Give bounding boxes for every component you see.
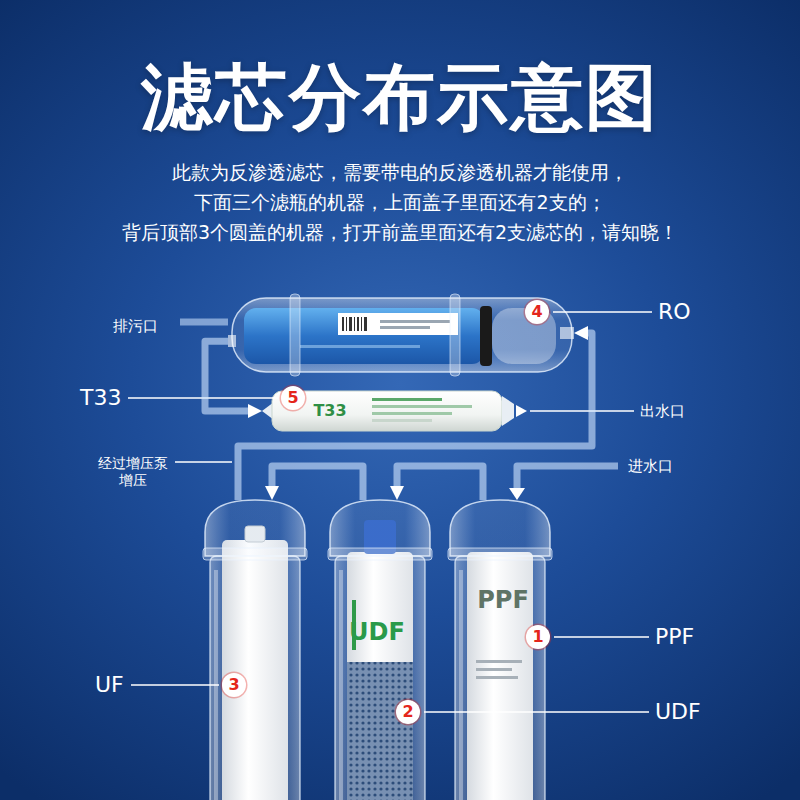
leader-line xyxy=(131,684,219,686)
water-pipe xyxy=(397,466,483,500)
ppf-cartridge xyxy=(467,552,533,800)
udf-cartridge xyxy=(347,552,413,800)
callout-number: 2 xyxy=(396,700,420,724)
cartridge-print xyxy=(476,676,518,679)
sticker-line xyxy=(380,326,430,329)
ro-tube xyxy=(232,298,572,372)
ppf-filter-bottle: PPF 1 xyxy=(450,500,550,800)
notice-line: 背后顶部3个圆盖的机器，打开前盖里面还有2支滤芯的，请知晓！ xyxy=(122,221,678,245)
callout-number: 1 xyxy=(526,625,550,649)
ppf-bottle-drawing xyxy=(448,500,552,800)
t33-print xyxy=(372,419,432,422)
t33-print xyxy=(372,412,452,415)
callout-number: 5 xyxy=(281,386,305,410)
uf-bottle-drawing xyxy=(203,500,307,800)
cartridge-print: UDF xyxy=(349,618,405,647)
leader-lines xyxy=(128,312,652,712)
ro-membrane xyxy=(244,308,484,364)
t33-print xyxy=(372,398,442,401)
t33-body xyxy=(272,391,502,431)
ro-outlet-nozzle xyxy=(228,335,236,347)
uf-cartridge xyxy=(222,540,288,800)
inlet-arrow xyxy=(509,488,525,500)
bottle-band xyxy=(448,548,552,560)
bottle-band xyxy=(203,548,307,560)
cartridge-print xyxy=(476,668,512,671)
leader-line xyxy=(424,711,649,713)
cartridge-print: PPF xyxy=(477,586,529,615)
port-label: 出水口 xyxy=(640,402,685,421)
leader-line xyxy=(554,636,649,638)
notice-line: 下面三个滤瓶的机器，上面盖子里面还有2支的； xyxy=(194,191,605,215)
pipe-connectors xyxy=(205,333,592,500)
callout-number: 4 xyxy=(525,300,549,324)
uf-filter-bottle: 3 xyxy=(205,500,305,800)
t33-filter-housing: T33 5 xyxy=(262,388,514,434)
ro-sticker xyxy=(338,313,458,335)
part-name: UDF xyxy=(655,698,701,726)
notice-line: 此款为反渗透滤芯，需要带电的反渗透机器才能使用， xyxy=(172,161,628,185)
drain-pipe xyxy=(180,319,228,326)
barcode-bar xyxy=(349,317,352,331)
cartridge-print xyxy=(476,660,522,663)
sticker-line xyxy=(380,320,450,323)
leader-line xyxy=(553,311,652,313)
udf-carbon xyxy=(347,662,413,800)
barcode-bar xyxy=(361,317,362,331)
barcode-bar xyxy=(346,317,347,331)
part-name: PPF xyxy=(655,623,694,651)
cartridge-print: T33 xyxy=(313,401,346,420)
inlet-pipe xyxy=(517,466,618,490)
bottle-band xyxy=(328,548,432,560)
bottle-highlight xyxy=(339,570,343,800)
barcode-bar xyxy=(342,317,344,331)
ro-clip xyxy=(450,294,460,376)
water-pipe xyxy=(205,341,254,411)
leader-line xyxy=(175,461,232,463)
bottle-highlight xyxy=(459,570,463,800)
water-pipe xyxy=(272,466,363,500)
membrane-print xyxy=(300,345,420,348)
ro-seal-ring xyxy=(480,306,492,366)
ro-housing-drawing xyxy=(228,294,574,376)
leader-line xyxy=(530,410,634,412)
page-title: 滤芯分布示意图 xyxy=(141,52,659,142)
port-label: 进水口 xyxy=(628,457,673,476)
ro-clip xyxy=(290,294,300,376)
part-name: T33 xyxy=(80,384,121,412)
barcode-bar xyxy=(357,317,359,331)
callout-number: 3 xyxy=(222,673,246,697)
udf-filter-bottle: UDF 2 xyxy=(330,500,430,800)
barcode-bar xyxy=(354,317,355,331)
barcode-bar xyxy=(364,317,367,331)
part-name: UF xyxy=(95,671,124,699)
ro-inlet-nozzle xyxy=(560,327,574,339)
water-pipe xyxy=(238,333,592,500)
udf-bottle-drawing xyxy=(328,500,432,800)
port-label: 排污口 xyxy=(113,317,158,336)
outlet-arrow xyxy=(516,405,527,417)
ro-membrane-housing: 4 xyxy=(228,292,574,374)
t33-outlet xyxy=(502,396,514,426)
pump-note: 经过增压泵 增压 xyxy=(95,455,171,490)
part-name: RO xyxy=(658,298,691,326)
t33-print xyxy=(372,405,472,408)
